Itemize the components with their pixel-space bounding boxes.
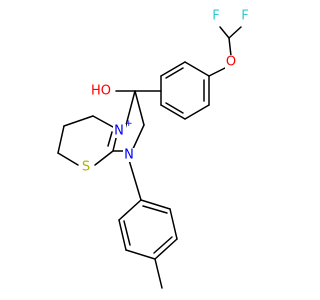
structure-canvas: F F O HO N + N S <box>57 8 251 289</box>
bond-tol5-inner <box>123 220 131 246</box>
atom-sulfur: S <box>80 160 93 175</box>
charge-plus: + <box>125 119 133 129</box>
bond-ar5-inner <box>165 67 184 79</box>
atom-o-ether-label: O <box>226 55 236 70</box>
bond-tol5 <box>118 219 127 251</box>
bond-tol1-inner <box>142 205 168 214</box>
bond-methyl <box>154 258 163 289</box>
atom-o-ether: O <box>225 55 238 70</box>
atom-f-right-label: F <box>241 9 248 24</box>
bond-tol3 <box>154 238 178 260</box>
bond-tol4 <box>125 249 156 260</box>
atom-n-plus: N + <box>113 119 133 139</box>
atom-f-left-label: F <box>212 9 219 24</box>
atom-n-ring: N <box>123 148 136 163</box>
atom-hydroxyl-label: HO <box>91 84 111 99</box>
atom-n-ring-label: N <box>124 148 134 163</box>
bonds <box>57 26 242 289</box>
bond-ch2b-ch2c <box>57 125 65 154</box>
bond-tol2 <box>169 208 178 240</box>
bond-s-c <box>94 150 114 166</box>
bond-f1-c <box>219 26 230 39</box>
atom-n-plus-label: N <box>114 124 124 139</box>
bond-ar3 <box>160 104 186 120</box>
bond-nplus-cq <box>124 90 136 130</box>
bond-ch2c-s <box>57 152 79 166</box>
bond-tol6 <box>118 199 142 221</box>
atom-sulfur-label: S <box>82 160 90 175</box>
atom-labels: F F O HO N + N S <box>80 9 251 175</box>
bond-ch2a-ch2b <box>63 115 94 127</box>
bond-tol1 <box>140 199 171 210</box>
bond-ar5 <box>160 61 186 77</box>
atom-f-right: F <box>238 9 251 24</box>
bond-c-nplus-inner <box>107 131 113 147</box>
bond-ar6 <box>184 61 210 77</box>
atom-f-left: F <box>210 9 223 24</box>
bond-ar3-inner <box>165 102 184 114</box>
bond-f2-c <box>228 26 242 39</box>
atom-hydroxyl: HO <box>88 84 114 99</box>
bond-ch2-n <box>131 124 145 152</box>
bond-o-aryl <box>208 67 226 77</box>
bond-ar2 <box>184 104 210 120</box>
bond-c-o <box>228 37 232 57</box>
molecule-structure: F F O HO N + N S <box>57 8 251 289</box>
bond-n-tolyl <box>128 159 142 201</box>
bond-cq-ch2 <box>134 90 145 126</box>
bond-tol3-inner <box>153 236 173 254</box>
bond-nplus-ch2a <box>92 115 114 128</box>
